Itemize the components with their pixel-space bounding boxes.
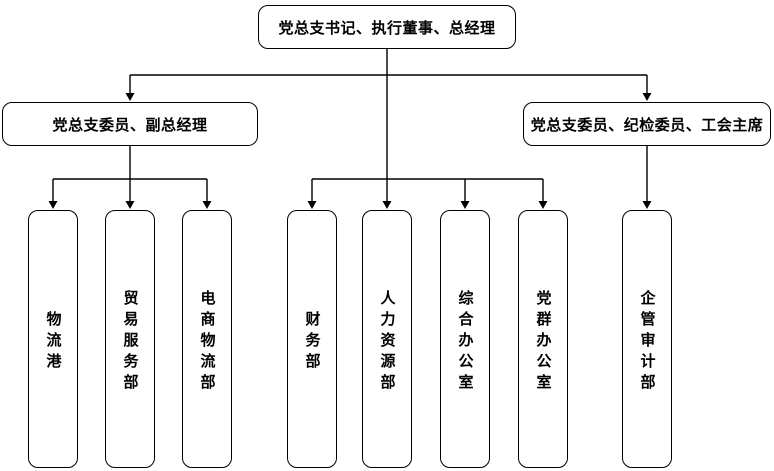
arrow-to-hr-dept: [382, 201, 392, 209]
dept-box-logistics-port: 物流港: [28, 210, 78, 468]
dept-box-party-mass-office-label: 党群办公室: [534, 289, 552, 395]
org-box-root-label: 党总支书记、执行董事、总经理: [278, 19, 496, 37]
dept-box-trade-service: 贸易服务部: [105, 210, 155, 468]
dept-box-general-office: 综合办公室: [440, 210, 490, 468]
dept-box-finance-label: 财务部: [303, 310, 321, 374]
dept-box-ecommerce-logistics: 电商物流部: [182, 210, 232, 468]
org-box-deputy-general-manager-label: 党总支委员、副总经理: [52, 116, 208, 134]
org-box-root: 党总支书记、执行董事、总经理: [258, 5, 516, 49]
org-box-committee-union-chair-label: 党总支委员、纪检委员、工会主席: [530, 116, 764, 134]
dept-box-enterprise-audit-label: 企管审计部: [638, 289, 656, 395]
dept-box-human-resources: 人力资源部: [362, 210, 412, 468]
org-box-deputy-general-manager: 党总支委员、副总经理: [2, 102, 258, 146]
dept-box-logistics-port-label: 物流港: [44, 310, 62, 374]
org-box-committee-union-chair: 党总支委员、纪检委员、工会主席: [523, 102, 771, 146]
dept-box-party-mass-office: 党群办公室: [518, 210, 568, 468]
dept-box-ecommerce-logistics-label: 电商物流部: [198, 289, 216, 395]
root-to-branches-connector: [125, 49, 652, 209]
dept-box-trade-service-label: 贸易服务部: [121, 289, 139, 395]
dept-box-enterprise-audit: 企管审计部: [622, 210, 672, 468]
dept-box-finance: 财务部: [287, 210, 337, 468]
right-branch-to-dept-connector: [642, 146, 652, 209]
left-branch-to-depts-connector: [48, 146, 212, 209]
center-branch-to-depts-connector: [307, 178, 548, 209]
dept-box-human-resources-label: 人力资源部: [378, 289, 396, 395]
dept-box-general-office-label: 综合办公室: [456, 289, 474, 395]
